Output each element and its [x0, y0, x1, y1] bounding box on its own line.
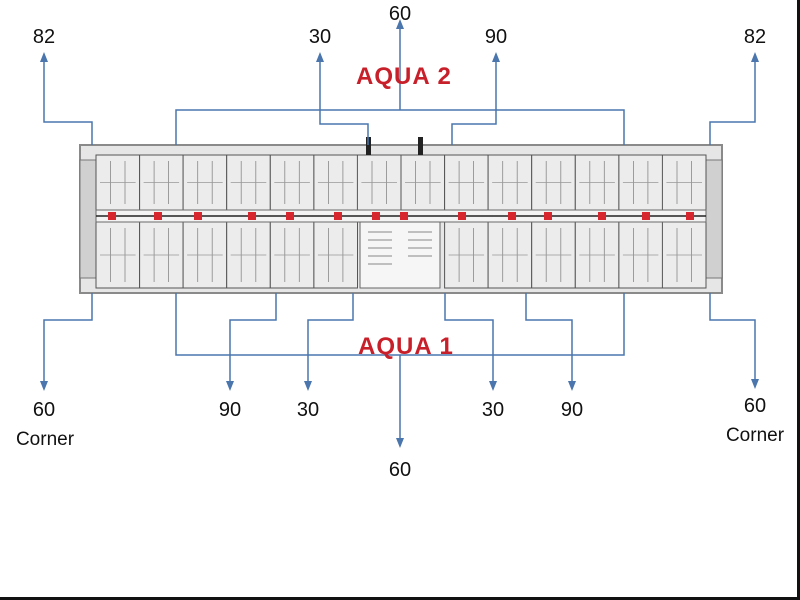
- aqua-2-title: AQUA 2: [356, 63, 452, 90]
- label-bottom-left-corner: Corner: [15, 429, 75, 450]
- leader-bottom-right-30: [444, 293, 494, 385]
- corridor-door-marker: [686, 212, 694, 220]
- bottom-unit-row: [95, 221, 707, 289]
- aqua2-bracket: [175, 109, 625, 145]
- corridor-door-marker: [108, 212, 116, 220]
- corridor-door-markers: [108, 212, 694, 220]
- corridor-door-marker: [286, 212, 294, 220]
- label-bottom-60: 60: [388, 459, 412, 481]
- top-unit-row: [95, 154, 707, 211]
- floor-plan: [79, 137, 723, 294]
- label-bottom-left-30: 30: [296, 399, 320, 421]
- leader-bottom-left-60: [43, 293, 93, 385]
- corridor-door-marker: [458, 212, 466, 220]
- unit-size-leader-lines: [43, 25, 756, 442]
- corridor-door-marker: [598, 212, 606, 220]
- corridor-door-marker: [508, 212, 516, 220]
- leader-bottom-right-60: [709, 293, 756, 383]
- label-top-60: 60: [388, 3, 412, 25]
- leader-arrowheads: [40, 19, 759, 448]
- label-top-right-82: 82: [743, 26, 767, 48]
- central-core: [359, 221, 441, 289]
- corridor-door-marker: [154, 212, 162, 220]
- label-bottom-left-90: 90: [218, 399, 242, 421]
- stair-treads: [368, 231, 432, 265]
- core-column-right: [418, 137, 423, 155]
- corridor-door-marker: [372, 212, 380, 220]
- label-top-left-82: 82: [32, 26, 56, 48]
- corridor-door-marker: [642, 212, 650, 220]
- core-column-left: [366, 137, 371, 155]
- leader-top-right-82: [709, 58, 756, 145]
- corridor-door-marker: [544, 212, 552, 220]
- label-bottom-right-60: 60: [743, 395, 767, 417]
- leader-bottom-right-90: [525, 293, 573, 385]
- right-end-wing: [705, 159, 723, 279]
- leader-bottom-left-30: [307, 293, 354, 385]
- leader-top-30: [319, 58, 369, 145]
- corridor-door-marker: [400, 212, 408, 220]
- corridor-door-marker: [248, 212, 256, 220]
- label-bottom-right-30: 30: [481, 399, 505, 421]
- label-bottom-left-60: 60: [32, 399, 56, 421]
- leader-top-left-82: [43, 58, 93, 145]
- label-top-30: 30: [308, 26, 332, 48]
- label-top-90: 90: [484, 26, 508, 48]
- aqua-1-title: AQUA 1: [358, 333, 454, 360]
- label-bottom-right-corner: Corner: [725, 425, 785, 446]
- corridor-door-marker: [334, 212, 342, 220]
- leader-top-90: [451, 58, 497, 145]
- left-end-wing: [79, 159, 97, 279]
- corridor-door-marker: [194, 212, 202, 220]
- label-bottom-right-90: 90: [560, 399, 584, 421]
- leader-bottom-left-90: [229, 293, 277, 385]
